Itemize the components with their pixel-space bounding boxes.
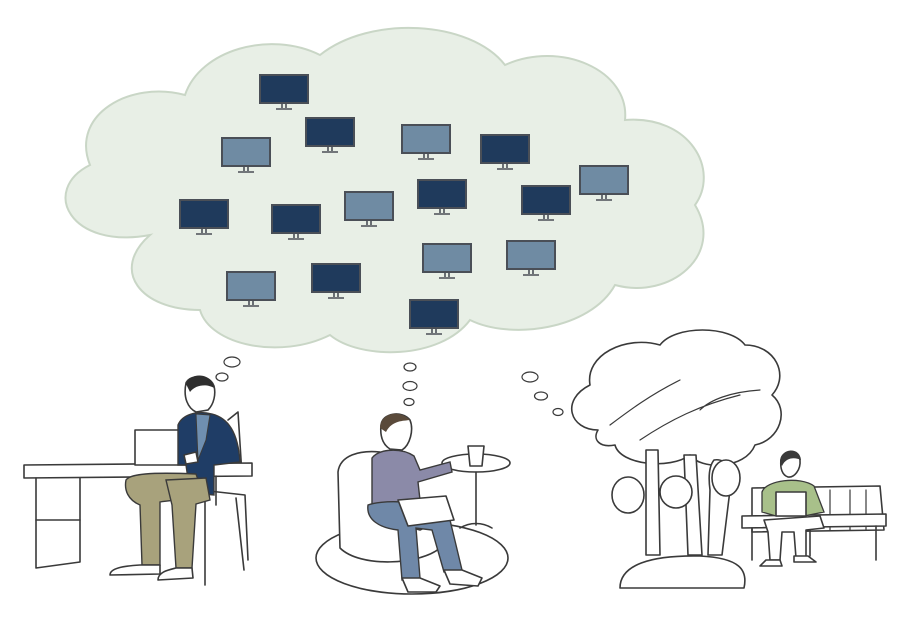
monitor-stand (238, 166, 254, 173)
monitor-stand (418, 153, 434, 160)
person-on-bench (741, 450, 887, 567)
monitor-icon (480, 134, 530, 170)
monitor-screen (417, 179, 467, 209)
monitor-icon (417, 179, 467, 215)
monitor-screen (409, 299, 459, 329)
monitor-icon (401, 124, 451, 160)
monitor-icon (506, 240, 556, 276)
office-chair (199, 411, 249, 586)
monitor-stand (361, 220, 377, 227)
person-head (184, 375, 216, 413)
monitor-screen (305, 117, 355, 147)
monitor-stand (276, 103, 292, 110)
thought-bubbles (215, 356, 564, 417)
monitor-stand (243, 300, 259, 307)
monitor-icon (409, 299, 459, 335)
monitor-icon (305, 117, 355, 153)
monitor-screen (480, 134, 530, 164)
monitor-icon (226, 271, 276, 307)
monitor-screen (179, 199, 229, 229)
monitor-stand (538, 214, 554, 221)
monitor-stand (322, 146, 338, 153)
side-table (441, 445, 511, 529)
monitor-screen (579, 165, 629, 195)
monitor-stand (523, 269, 539, 276)
monitor-grid (179, 74, 629, 335)
monitor-stand (328, 292, 344, 299)
monitor-icon (579, 165, 629, 201)
cloud-shape (64, 26, 705, 354)
laptop (775, 491, 807, 517)
monitor-icon (259, 74, 309, 110)
thought-bubble-icon (402, 362, 418, 407)
monitor-icon (311, 263, 361, 299)
thought-bubble-icon (215, 356, 241, 382)
monitor-icon (221, 137, 271, 173)
thought-bubble-icon (521, 371, 564, 417)
monitor-screen (221, 137, 271, 167)
monitor-stand (288, 233, 304, 240)
monitor-stand (196, 228, 212, 235)
person-shirt (371, 449, 453, 509)
monitor-icon (179, 199, 229, 235)
person-in-lounge-chair (315, 413, 511, 595)
monitor-icon (521, 185, 571, 221)
monitor-icon (344, 191, 394, 227)
tree (570, 329, 782, 589)
cloud (64, 26, 705, 354)
monitor-stand (596, 194, 612, 201)
monitor-screen (271, 204, 321, 234)
monitor-icon (271, 204, 321, 240)
monitor-screen (226, 271, 276, 301)
monitor-stand (434, 208, 450, 215)
person-legs (109, 472, 211, 581)
monitor-icon (422, 243, 472, 279)
monitor-stand (439, 272, 455, 279)
monitor-screen (259, 74, 309, 104)
person-head (379, 413, 413, 451)
monitor-screen (344, 191, 394, 221)
person-at-desk (23, 375, 253, 586)
monitor-stand (497, 163, 513, 170)
monitor-screen (422, 243, 472, 273)
monitor-screen (506, 240, 556, 270)
monitor-screen (311, 263, 361, 293)
monitor-screen (401, 124, 451, 154)
tablet (397, 495, 455, 527)
monitor-screen (521, 185, 571, 215)
monitor-stand (426, 328, 442, 335)
